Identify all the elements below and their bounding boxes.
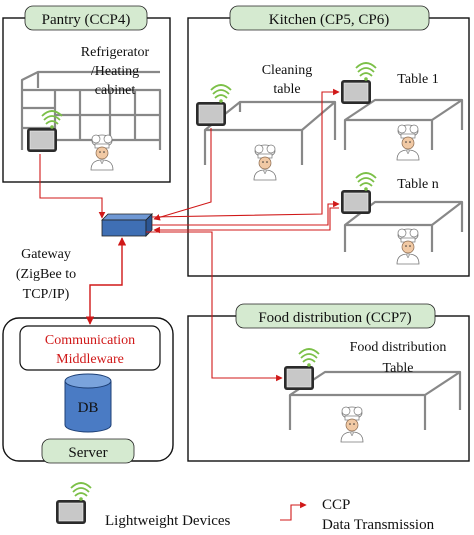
flow-food-distribution xyxy=(146,231,283,382)
food-distribution-zone: Food distribution (CCP7) xyxy=(187,303,470,462)
chef-icon xyxy=(253,144,277,181)
cleaning-table xyxy=(203,100,337,165)
kitchen-title: Kitchen (CP5, CP6) xyxy=(269,12,389,28)
gateway-label-line-3: TCP/IP) xyxy=(23,287,70,302)
food-table-label-line-1: Food distribution xyxy=(350,340,447,355)
food-distribution-title: Food distribution (CCP7) xyxy=(258,310,411,326)
food-distribution-title-tag xyxy=(235,303,436,329)
food-distribution-table xyxy=(288,370,462,430)
flow-pantry xyxy=(39,154,106,219)
lightweight-device-icon xyxy=(195,84,232,127)
flow-table-1 xyxy=(151,88,340,218)
database-icon: DB xyxy=(64,373,112,433)
table-1 xyxy=(343,98,464,150)
chef-icon xyxy=(396,228,420,265)
lightweight-device-icon xyxy=(26,110,63,153)
fridge-label-line-1: Refrigerator xyxy=(81,45,150,60)
db-label: DB xyxy=(78,400,99,416)
middleware-label-line-1: Communication xyxy=(45,333,135,348)
gateway-icon xyxy=(101,213,153,237)
lightweight-device-icon xyxy=(55,482,92,525)
legend-flow-label-line-2: Data Transmission xyxy=(322,517,435,533)
communication-middleware-box: Communication Middleware xyxy=(19,325,161,371)
food-table-label-line-2: Table xyxy=(383,361,414,376)
arrow-icon xyxy=(280,501,307,521)
lightweight-device-icon xyxy=(340,172,377,215)
flow-table-n xyxy=(152,200,340,226)
legend-flow-label-line-1: CCP xyxy=(322,497,350,513)
lightweight-device-icon xyxy=(340,62,377,105)
pantry-zone: Pantry (CCP4) xyxy=(2,5,171,183)
fridge-label-line-3: cabinet xyxy=(95,83,136,98)
pantry-title-tag xyxy=(24,5,148,31)
table-n-label: Table n xyxy=(397,177,438,192)
fridge-label-line-2: /Heating xyxy=(91,64,139,79)
middleware-label-line-2: Middleware xyxy=(56,352,124,367)
flow-gateway-middleware xyxy=(85,237,127,325)
table-1-label: Table 1 xyxy=(397,72,438,87)
chef-icon xyxy=(340,406,364,443)
data-flows xyxy=(39,88,340,382)
chef-icon xyxy=(396,124,420,161)
cleaning-table-label-line-1: Cleaning xyxy=(262,63,313,78)
flow-cleaning-table xyxy=(153,128,212,221)
chef-icon xyxy=(90,134,114,171)
server-title-tag xyxy=(41,438,135,464)
gateway-label-line-1: Gateway xyxy=(21,247,71,262)
kitchen-title-tag xyxy=(229,5,430,31)
legend: Lightweight Devices CCP Data Transmissio… xyxy=(55,482,435,533)
kitchen-zone: Kitchen (CP5, CP6) xyxy=(187,5,470,277)
lightweight-device-icon xyxy=(283,348,320,391)
gateway-label-line-2: (ZigBee to xyxy=(16,267,76,282)
flow-table-n-return xyxy=(153,207,339,234)
legend-device-label: Lightweight Devices xyxy=(105,513,231,529)
server-title: Server xyxy=(68,445,107,461)
pantry-title: Pantry (CCP4) xyxy=(42,12,131,28)
cleaning-table-label-line-2: table xyxy=(273,82,300,97)
